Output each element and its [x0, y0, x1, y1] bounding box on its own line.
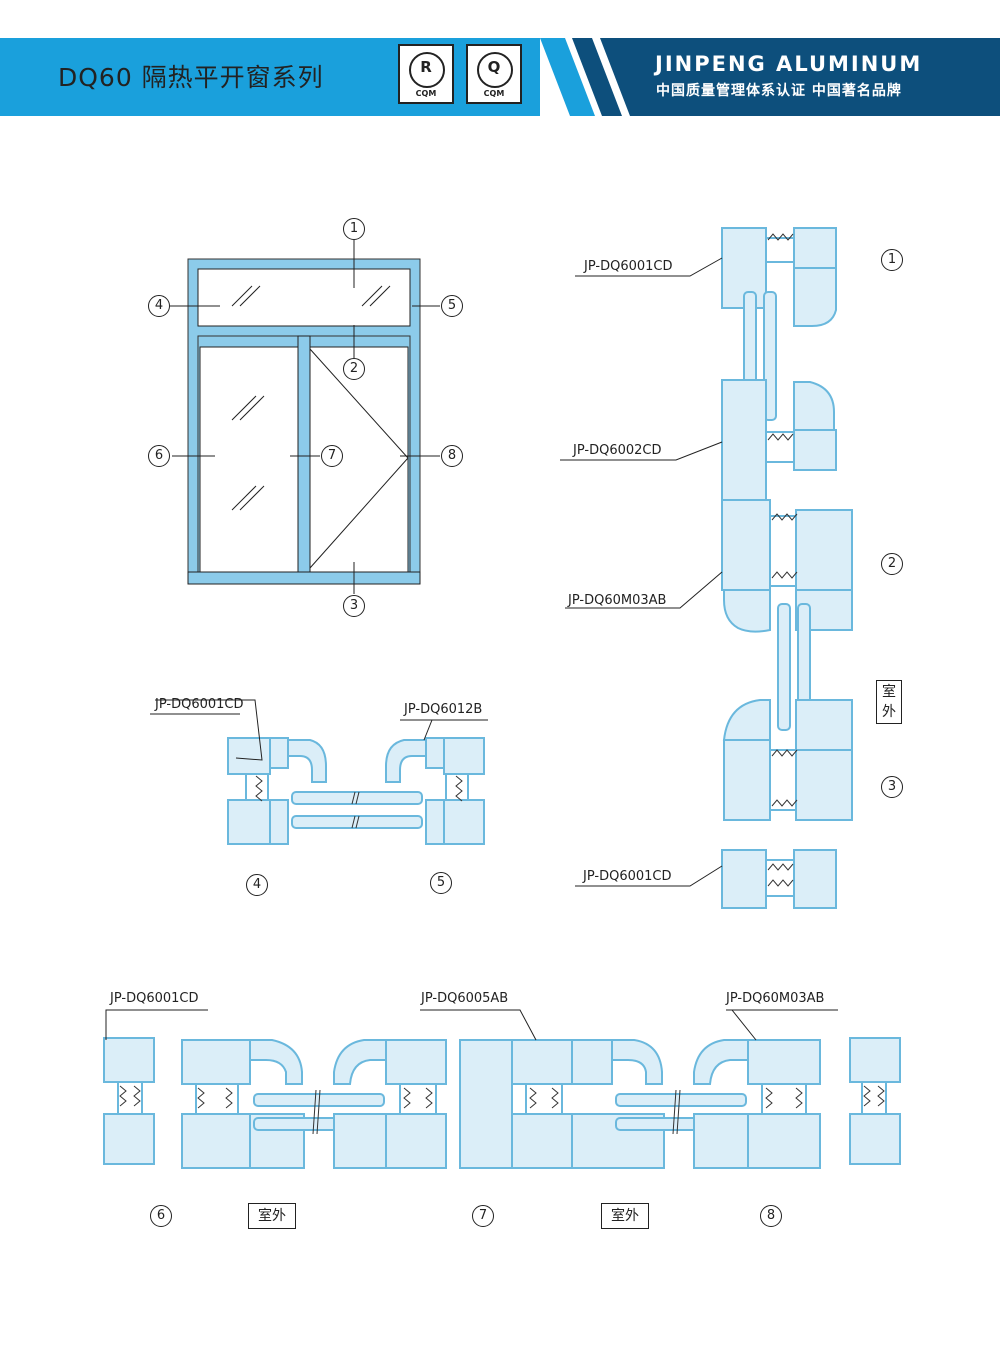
outside-label-right: 室外 — [601, 1203, 649, 1229]
label-dq6001cd: JP-DQ6001CD — [155, 697, 244, 712]
section-6-7-8 — [103, 1037, 901, 1169]
cert-r-badge: R CQM — [398, 44, 454, 104]
label-dq6001cd-bottom: JP-DQ6001CD — [583, 869, 672, 884]
section-num-2: 2 — [881, 553, 903, 575]
callout-3: 3 — [343, 595, 365, 617]
callout-5: 5 — [441, 295, 463, 317]
section-num-8: 8 — [760, 1205, 782, 1227]
label-dq6001cd-horizontal: JP-DQ6001CD — [110, 991, 199, 1006]
window-elevation — [170, 240, 440, 594]
outside-label-left: 室外 — [248, 1203, 296, 1229]
section-num-4: 4 — [246, 874, 268, 896]
label-dq6012b: JP-DQ6012B — [404, 702, 483, 717]
callout-8: 8 — [441, 445, 463, 467]
section-4-5 — [227, 737, 485, 845]
outside-label-vertical: 室外 — [876, 680, 902, 724]
brand-name: JINPENG ALUMINUM — [655, 52, 923, 76]
callout-7: 7 — [321, 445, 343, 467]
section-num-3: 3 — [881, 776, 903, 798]
callout-1: 1 — [343, 218, 365, 240]
cert-ring-icon — [477, 52, 513, 88]
callout-2: 2 — [343, 358, 365, 380]
section-num-7: 7 — [472, 1205, 494, 1227]
section-num-5: 5 — [430, 872, 452, 894]
callout-4: 4 — [148, 295, 170, 317]
section-1-2-3 — [721, 227, 853, 909]
cert-q-badge: Q CQM — [466, 44, 522, 104]
page-title: DQ60 隔热平开窗系列 — [58, 63, 324, 92]
label-dq60m03ab: JP-DQ60M03AB — [568, 593, 667, 608]
callout-6: 6 — [148, 445, 170, 467]
cert-ring-icon — [409, 52, 445, 88]
label-dq6005ab: JP-DQ6005AB — [421, 991, 509, 1006]
section-num-6: 6 — [150, 1205, 172, 1227]
brand-subtitle: 中国质量管理体系认证 中国著名品牌 — [656, 83, 902, 99]
label-dq6001cd-top: JP-DQ6001CD — [584, 259, 673, 274]
label-dq6002cd: JP-DQ6002CD — [573, 443, 662, 458]
label-dq60m03ab-horizontal: JP-DQ60M03AB — [726, 991, 825, 1006]
section-num-1: 1 — [881, 249, 903, 271]
